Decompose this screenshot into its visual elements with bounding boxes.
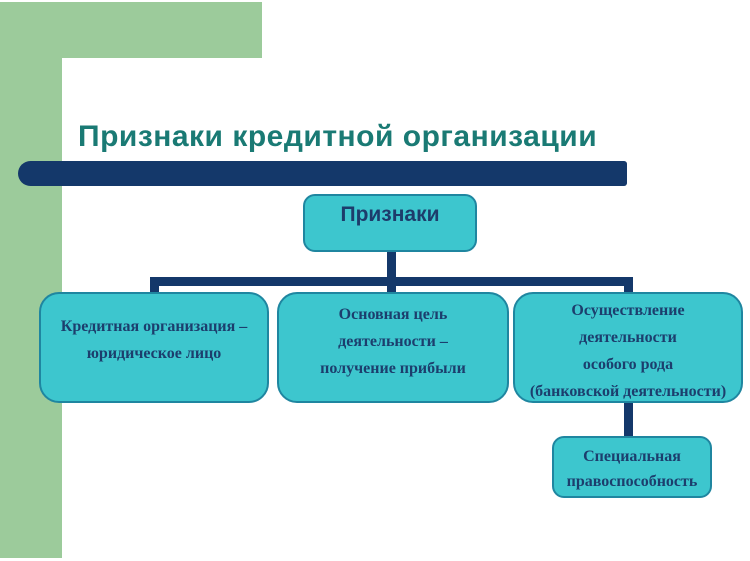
connector-left-drop: [150, 277, 159, 296]
box-text-line: Осуществление: [571, 302, 685, 319]
box-text-line: деятельности –: [338, 333, 448, 350]
root-box-priznaki: Признаки: [303, 194, 477, 252]
box-text-line: получение прибыли: [320, 360, 466, 377]
box-text-line: особого рода: [582, 356, 674, 373]
slide-title: Признаки кредитной организации: [78, 120, 598, 154]
connector-horizontal: [150, 277, 633, 286]
box-special-activity: Осуществление деятельности особого рода …: [513, 292, 743, 403]
connector-root-vertical: [387, 250, 396, 296]
box-text-line: Специальная: [583, 448, 681, 465]
box-main-goal: Основная цель деятельности – получение п…: [277, 292, 509, 403]
title-underline-bar: [18, 161, 627, 186]
box-text-line: деятельности: [579, 329, 677, 346]
box-text-line: правоспособность: [566, 473, 698, 490]
connector-right-drop: [624, 277, 633, 296]
box-text-line: Кредитная организация –: [60, 318, 248, 335]
green-accent-stripe: [0, 2, 62, 558]
connector-leaf-vertical: [624, 398, 633, 440]
box-text-line: юридическое лицо: [86, 345, 222, 362]
root-box-label: Признаки: [340, 203, 440, 226]
box-legal-capacity: Специальная правоспособность: [552, 436, 712, 498]
box-text-line: Основная цель: [338, 306, 448, 323]
box-credit-organization: Кредитная организация – юридическое лицо: [39, 292, 269, 403]
box-text-line: (банковской деятельности): [529, 383, 727, 400]
